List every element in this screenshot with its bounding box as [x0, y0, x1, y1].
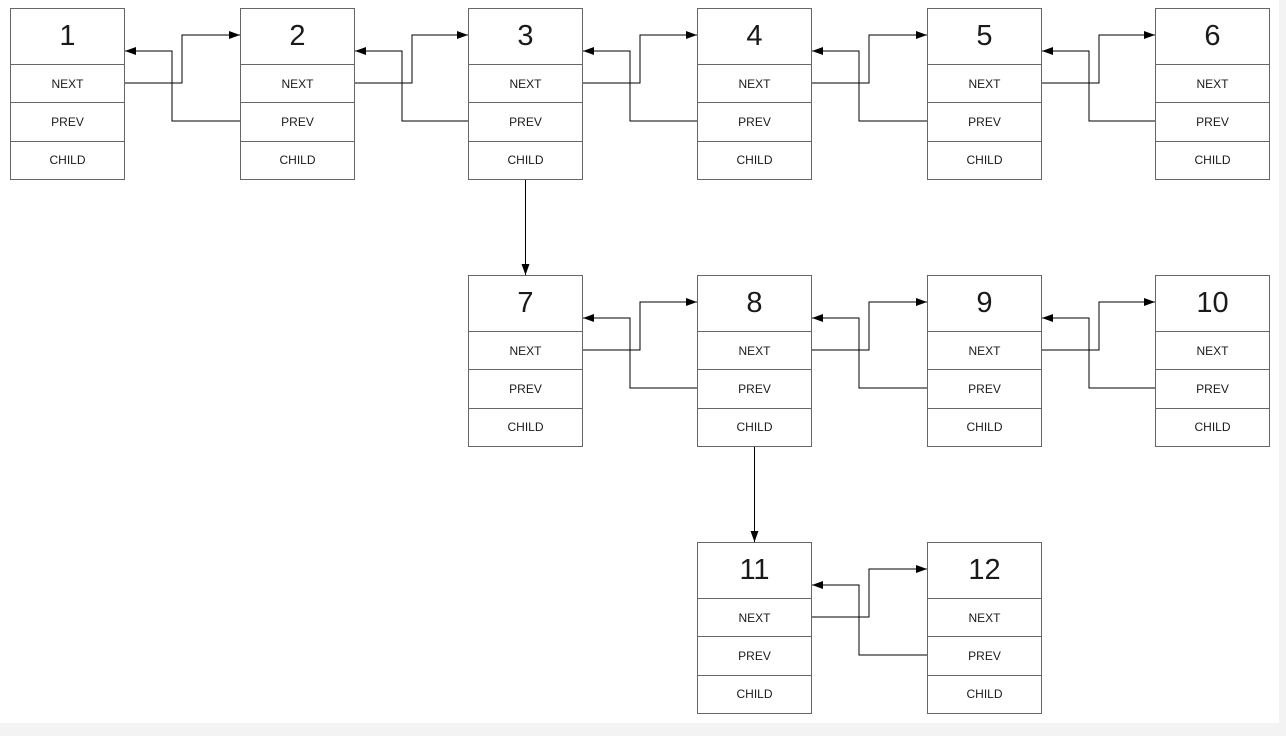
node-field-prev: PREV: [1156, 102, 1269, 140]
node-field-next: NEXT: [928, 598, 1041, 636]
node-title: 12: [968, 554, 1001, 586]
node-field-next: NEXT: [698, 64, 811, 102]
node-field-prev: PREV: [1156, 369, 1269, 407]
node-field-child: CHILD: [469, 140, 582, 179]
arrow-prev-9-8[interactable]: [812, 314, 927, 389]
arrow-prev-8-7[interactable]: [583, 314, 697, 389]
arrow-next-8-9[interactable]: [812, 298, 927, 351]
node-field-prev: PREV: [698, 369, 811, 407]
vertical-scrollbar-track[interactable]: [1279, 0, 1286, 736]
node-title: 2: [289, 20, 306, 52]
arrow-next-1-2[interactable]: [125, 31, 240, 84]
node-field-next: NEXT: [1156, 331, 1269, 369]
node-title: 9: [976, 287, 993, 319]
node-field-child: CHILD: [1156, 407, 1269, 446]
arrow-next-5-6[interactable]: [1042, 31, 1155, 84]
node-field-child: CHILD: [469, 407, 582, 446]
node-field-next: NEXT: [1156, 64, 1269, 102]
node-title: 5: [976, 20, 993, 52]
arrow-prev-4-3[interactable]: [583, 47, 697, 122]
node-field-child: CHILD: [928, 407, 1041, 446]
node-field-child: CHILD: [1156, 140, 1269, 179]
horizontal-scrollbar-track[interactable]: [0, 723, 1286, 736]
arrow-prev-2-1[interactable]: [125, 47, 240, 122]
arrow-next-11-12[interactable]: [812, 565, 927, 618]
node-title: 7: [517, 287, 534, 319]
arrow-prev-3-2[interactable]: [355, 47, 468, 122]
node-field-child: CHILD: [698, 140, 811, 179]
node-field-next: NEXT: [469, 331, 582, 369]
node-field-next: NEXT: [928, 64, 1041, 102]
node-field-next: NEXT: [698, 598, 811, 636]
arrow-prev-5-4[interactable]: [812, 47, 927, 122]
node-field-prev: PREV: [698, 102, 811, 140]
arrow-next-7-8[interactable]: [583, 298, 697, 351]
node-title: 3: [517, 20, 534, 52]
node-title: 6: [1204, 20, 1221, 52]
arrow-next-4-5[interactable]: [812, 31, 927, 84]
node-field-child: CHILD: [698, 674, 811, 713]
node-title: 1: [59, 20, 76, 52]
arrow-next-9-10[interactable]: [1042, 298, 1155, 351]
node-field-prev: PREV: [469, 369, 582, 407]
node-field-prev: PREV: [928, 369, 1041, 407]
arrow-next-2-3[interactable]: [355, 31, 468, 84]
node-field-prev: PREV: [11, 102, 124, 140]
node-field-child: CHILD: [928, 674, 1041, 713]
node-field-prev: PREV: [241, 102, 354, 140]
arrow-prev-10-9[interactable]: [1042, 314, 1155, 389]
node-field-next: NEXT: [698, 331, 811, 369]
node-field-prev: PREV: [698, 636, 811, 674]
node-field-prev: PREV: [928, 102, 1041, 140]
node-field-child: CHILD: [698, 407, 811, 446]
node-field-next: NEXT: [241, 64, 354, 102]
node-field-prev: PREV: [928, 636, 1041, 674]
node-field-next: NEXT: [11, 64, 124, 102]
arrow-prev-6-5[interactable]: [1042, 47, 1155, 122]
node-title: 11: [739, 554, 770, 586]
node-title: 8: [746, 287, 763, 319]
arrow-prev-12-11[interactable]: [812, 581, 927, 656]
node-field-next: NEXT: [928, 331, 1041, 369]
node-title: 10: [1196, 287, 1229, 319]
node-field-child: CHILD: [11, 140, 124, 179]
node-field-child: CHILD: [928, 140, 1041, 179]
node-title: 4: [746, 20, 763, 52]
node-field-next: NEXT: [469, 64, 582, 102]
arrow-next-3-4[interactable]: [583, 31, 697, 84]
node-field-prev: PREV: [469, 102, 582, 140]
node-field-child: CHILD: [241, 140, 354, 179]
